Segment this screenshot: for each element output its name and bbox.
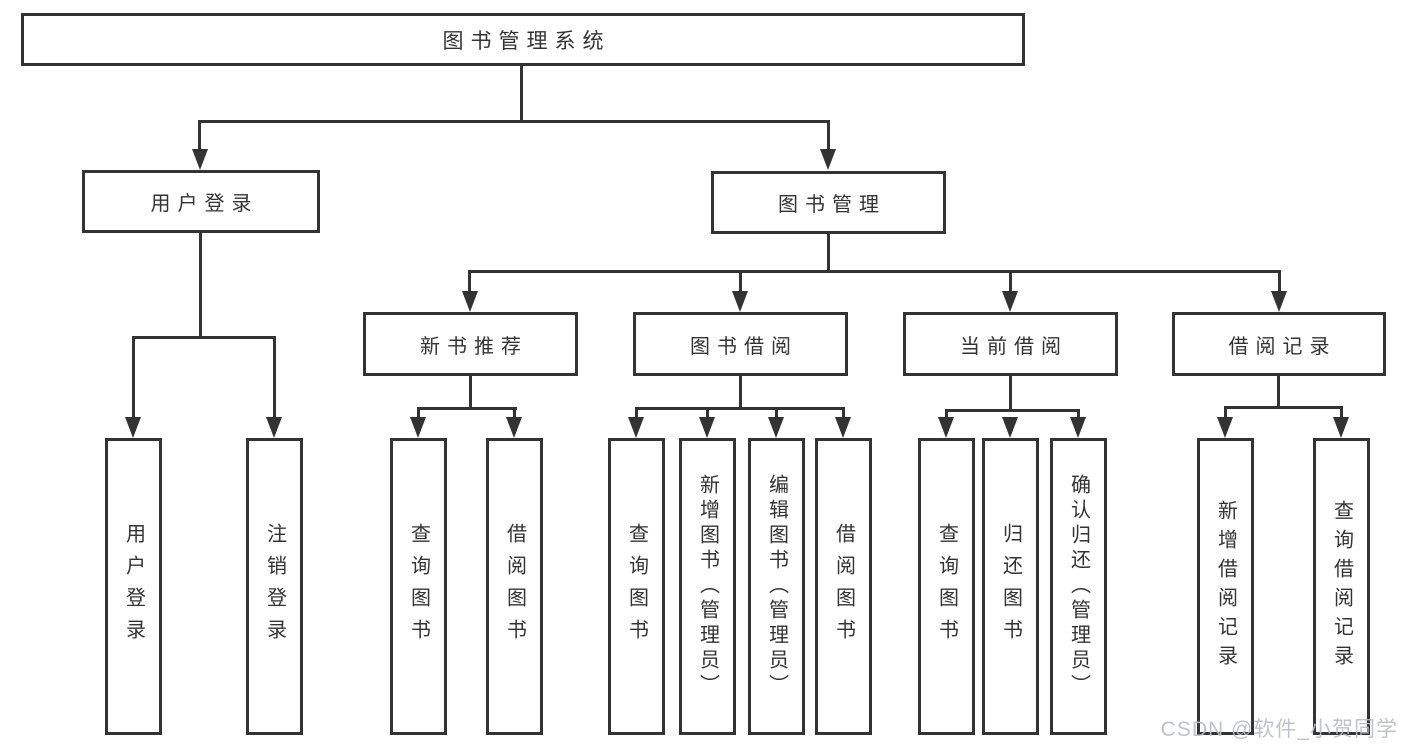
node-book-management: 图书管理 [711,171,946,234]
node-library-management-system: 图书管理系统 [21,13,1025,66]
node-current-borrowing: 当前借阅 [903,312,1118,376]
node-label: 新书推荐 [420,335,528,358]
node-book-borrowing: 图书借阅 [633,312,848,376]
arrow-down-icon [266,417,282,438]
connector-line [199,233,202,336]
connector-line [945,409,948,421]
node-label: 图书管理系统 [442,29,611,53]
arrow-down-icon [1002,417,1018,438]
leaf-add-book-admin: 新增图书（管理员） [679,438,736,735]
leaf-query-book-recommend: 查询图书 [390,438,447,735]
node-label: 当前借阅 [960,335,1068,358]
arrow-down-icon [1217,417,1233,438]
leaf-label: 借阅图书 [503,522,526,651]
connector-line [469,376,472,407]
arrow-down-icon [125,417,141,438]
connector-line [198,120,201,152]
leaf-query-book-borrow: 查询图书 [608,438,665,735]
node-borrowing-records: 借阅记录 [1172,312,1386,376]
connector-line [132,336,135,420]
leaf-user-login: 用户登录 [105,438,162,735]
leaf-label: 新增借阅记录 [1214,499,1237,674]
leaf-confirm-return-admin: 确认归还（管理员） [1050,438,1107,735]
arrow-down-icon [1333,417,1349,438]
leaf-query-book-current: 查询图书 [918,438,975,735]
leaf-edit-book-admin: 编辑图书（管理员） [748,438,805,735]
arrow-down-icon [768,417,784,438]
node-label: 图书借阅 [690,335,798,358]
connector-line [945,409,1080,412]
leaf-label: 查询借阅记录 [1330,499,1353,674]
connector-line [1077,409,1080,421]
connector-line [706,407,709,421]
connector-line [1009,270,1012,295]
leaf-label: 查询图书 [625,522,648,651]
leaf-query-borrow-record: 查询借阅记录 [1313,438,1370,735]
leaf-borrow-book-recommend: 借阅图书 [486,438,543,735]
arrow-down-icon [938,417,954,438]
leaf-label: 确认归还（管理员） [1067,474,1090,699]
leaf-label: 借阅图书 [832,522,855,651]
connector-line [513,407,516,421]
connector-line [1009,376,1012,409]
leaf-label: 查询图书 [407,522,430,651]
arrow-down-icon [410,417,426,438]
connector-line [1278,270,1281,295]
connector-line [1340,406,1343,421]
arrow-down-icon [506,417,522,438]
csdn-watermark: CSDN @软件_小贺同学 [1160,718,1398,741]
leaf-label: 新增图书（管理员） [696,474,719,699]
node-label: 用户登录 [150,193,259,215]
node-new-book-recommend: 新书推荐 [363,312,578,376]
arrow-down-icon [699,417,715,438]
connector-line [775,407,778,421]
leaf-return-book: 归还图书 [982,438,1039,735]
leaf-label: 注销登录 [263,522,286,651]
arrow-down-icon [462,291,478,312]
arrow-down-icon [1002,291,1018,312]
node-user-login: 用户登录 [82,170,320,233]
connector-line [417,407,420,421]
leaf-borrow-book: 借阅图书 [815,438,872,735]
leaf-label: 查询图书 [935,522,958,651]
connector-line [1277,376,1280,406]
connector-line [417,407,517,410]
arrow-down-icon [628,417,644,438]
leaf-label: 用户登录 [122,522,145,651]
node-label: 图书管理 [778,194,886,216]
connector-line [635,407,845,410]
connector-line [1224,406,1343,409]
leaf-label: 归还图书 [999,522,1022,651]
connector-line [842,407,845,421]
arrow-down-icon [1271,291,1287,312]
connector-line [198,120,830,123]
connector-line [468,270,1281,273]
arrow-down-icon [835,417,851,438]
arrow-down-icon [732,291,748,312]
arrow-down-icon [820,149,836,170]
connector-line [827,234,830,270]
connector-line [739,376,742,407]
leaf-logout: 注销登录 [246,438,303,735]
arrow-down-icon [1070,417,1086,438]
arrow-down-icon [192,149,208,170]
connector-line [520,66,523,120]
connector-line [739,270,742,295]
connector-line [1224,406,1227,421]
connector-line [132,336,276,339]
leaf-add-borrow-record: 新增借阅记录 [1197,438,1254,735]
connector-line [273,336,276,420]
connector-line [827,120,830,152]
leaf-label: 编辑图书（管理员） [765,474,788,699]
connector-line [635,407,638,421]
connector-line [468,270,471,295]
node-label: 借阅记录 [1228,335,1337,358]
